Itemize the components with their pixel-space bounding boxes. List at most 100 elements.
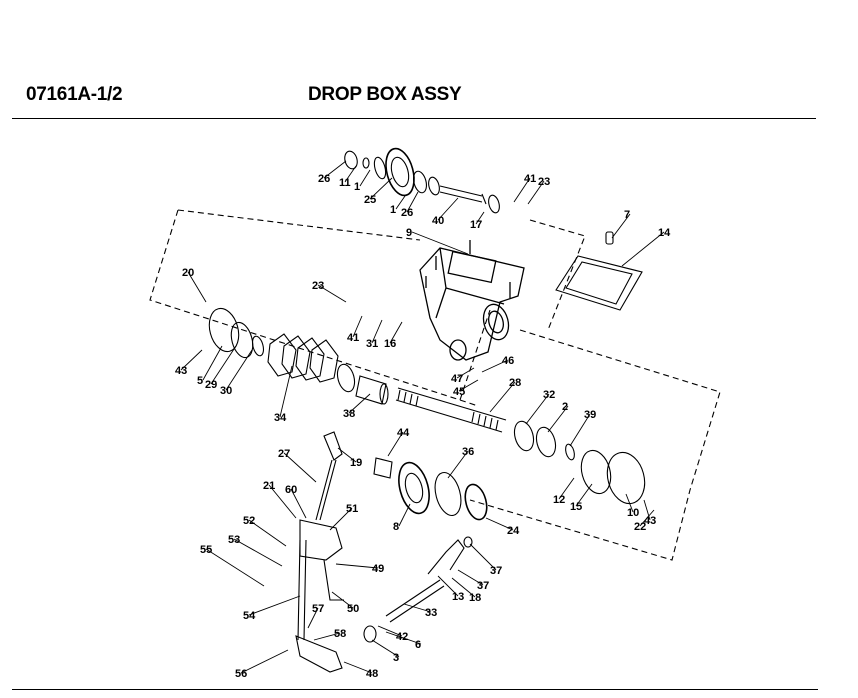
upper-assembly-outline (149, 209, 586, 401)
callout-33: 33 (425, 607, 437, 619)
leader-line (456, 367, 475, 379)
callout-54: 54 (243, 610, 256, 622)
leader-line (377, 625, 403, 637)
leader-line (389, 321, 403, 344)
leader-line (344, 165, 357, 183)
callout-22: 22 (634, 521, 646, 533)
callout-52: 52 (243, 515, 255, 527)
leader-line (210, 345, 237, 385)
callout-13: 13 (452, 591, 464, 603)
callout-58: 58 (334, 628, 346, 640)
callout-30: 30 (220, 385, 232, 397)
leader-line (348, 393, 371, 414)
lower-assembly-outline (459, 329, 721, 561)
callout-49: 49 (372, 563, 384, 575)
leader-line (575, 483, 593, 507)
leader-line (447, 450, 469, 479)
leader-line (451, 577, 476, 598)
leader-line (547, 405, 569, 433)
leader-line (411, 231, 469, 255)
callout-7: 7 (624, 209, 630, 221)
callout-10: 10 (627, 507, 639, 519)
leader-line (385, 631, 422, 645)
leader-line (639, 509, 655, 527)
leader-line (437, 575, 459, 597)
leader-line (279, 365, 293, 418)
callout-37: 37 (477, 580, 489, 592)
leader-line (359, 169, 371, 187)
leader-line (527, 180, 545, 205)
callout-40: 40 (432, 215, 444, 227)
leader-line (352, 315, 363, 338)
callout-1: 1 (390, 204, 396, 216)
leader-line (317, 284, 347, 303)
callout-57: 57 (312, 603, 324, 615)
leader-line (225, 349, 253, 391)
shift-lever-linkage (295, 431, 473, 673)
callout-41: 41 (347, 332, 359, 344)
callout-5: 5 (197, 375, 203, 387)
callout-23: 23 (312, 280, 324, 292)
leader-line (395, 195, 406, 210)
callout-44: 44 (397, 427, 410, 439)
leader-line (202, 345, 223, 381)
main-shaft (395, 387, 646, 505)
leader-line (248, 519, 287, 547)
callout-24: 24 (507, 525, 520, 537)
leader-line (268, 484, 297, 519)
callout-48: 48 (366, 668, 378, 680)
leader-line (489, 381, 516, 413)
callout-32: 32 (543, 389, 555, 401)
leader-line (343, 661, 373, 674)
callout-18: 18 (469, 592, 481, 604)
leader-line (558, 477, 575, 500)
leader-line (369, 177, 393, 200)
leader-line (283, 452, 317, 483)
leader-line (187, 271, 207, 303)
callout-1: 1 (354, 181, 360, 193)
callout-50: 50 (347, 603, 359, 615)
leader-line (569, 413, 591, 447)
leader-line (458, 379, 479, 392)
leader-line (525, 393, 550, 425)
callout-8: 8 (393, 521, 399, 533)
leader-line (469, 543, 497, 571)
left-end-cap-stack (208, 307, 389, 405)
leader-line (371, 319, 383, 344)
leader-line (290, 488, 307, 519)
leader-line (335, 563, 379, 569)
leader-line (307, 607, 319, 629)
callout-37: 37 (490, 565, 502, 577)
callout-2: 2 (562, 401, 568, 413)
leader-line (233, 538, 283, 567)
leader-line (313, 632, 341, 641)
footer-rule (12, 689, 818, 690)
leader-line (323, 160, 347, 179)
leader-line (643, 499, 651, 521)
leader-line (387, 431, 404, 457)
callout-6: 6 (415, 639, 421, 651)
callout-43: 43 (175, 365, 187, 377)
callout-17: 17 (470, 219, 482, 231)
callout-19: 19 (350, 457, 362, 469)
callout-31: 31 (366, 338, 378, 350)
leader-line (329, 507, 353, 531)
callout-21: 21 (263, 480, 275, 492)
callout-15: 15 (570, 501, 582, 513)
callout-28: 28 (509, 377, 521, 389)
part-number: 07161A-1/2 (26, 84, 123, 105)
callout-14: 14 (658, 227, 671, 239)
callout-41: 41 (524, 173, 536, 185)
callout-12: 12 (553, 494, 565, 506)
callout-29: 29 (205, 379, 217, 391)
callout-27: 27 (278, 448, 290, 460)
callout-47: 47 (451, 373, 463, 385)
leader-line (248, 595, 301, 616)
callout-9: 9 (406, 227, 412, 239)
leader-line (240, 649, 289, 674)
leader-line (485, 517, 514, 531)
callout-46: 46 (502, 355, 514, 367)
leader-line (406, 191, 419, 213)
callout-20: 20 (182, 267, 194, 279)
leader-line (611, 213, 631, 239)
